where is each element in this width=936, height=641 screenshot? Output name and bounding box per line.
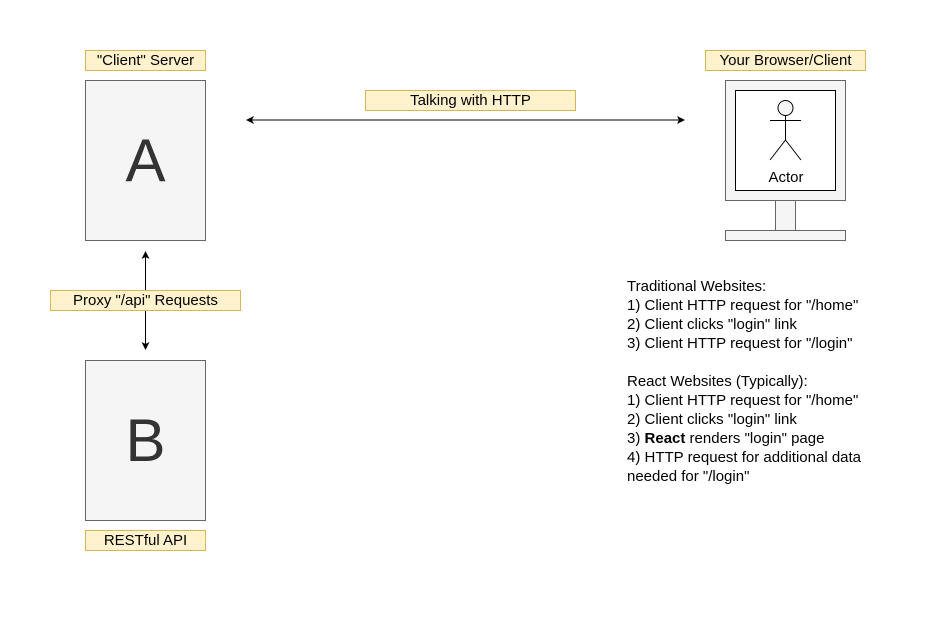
react-heading: React Websites (Typically): xyxy=(627,373,808,390)
restful-api-box: B xyxy=(85,360,206,521)
react-step: 3) React renders "login" page xyxy=(627,430,825,447)
notes-text-block: Traditional Websites: 1) Client HTTP req… xyxy=(627,277,927,486)
react-step: 4) HTTP request for additional data xyxy=(627,449,862,466)
actor-icon xyxy=(769,100,802,161)
traditional-step: 1) Client HTTP request for "/home" xyxy=(627,297,859,314)
actor-label: Actor xyxy=(768,169,804,186)
traditional-step: 3) Client HTTP request for "/login" xyxy=(627,335,853,352)
proxy-label: Proxy "/api" Requests xyxy=(50,290,241,311)
react-step-continuation: needed for "/login" xyxy=(627,468,750,485)
traditional-heading: Traditional Websites: xyxy=(627,278,767,295)
browser-label: Your Browser/Client xyxy=(705,50,866,71)
react-step: 1) Client HTTP request for "/home" xyxy=(627,392,859,409)
react-step: 2) Client clicks "login" link xyxy=(627,411,797,428)
client-server-letter: A xyxy=(125,127,166,194)
react-bold-text: React xyxy=(644,430,686,447)
client-server-box: A xyxy=(85,80,206,241)
restful-api-letter: B xyxy=(125,407,166,474)
restful-api-label: RESTful API xyxy=(85,530,206,551)
traditional-step: 2) Client clicks "login" link xyxy=(627,316,797,333)
http-label: Talking with HTTP xyxy=(365,90,576,111)
client-server-label: "Client" Server xyxy=(85,50,206,71)
